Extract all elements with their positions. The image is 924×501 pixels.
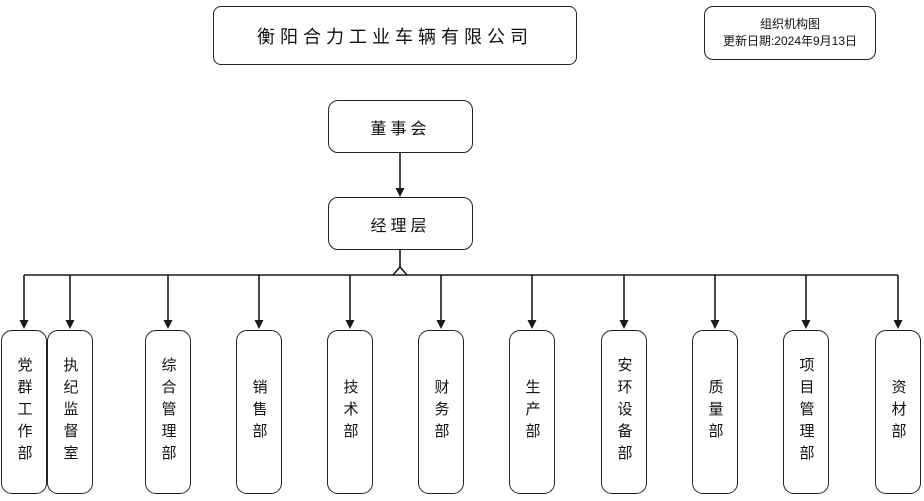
node-management-layer: 经理层 <box>328 197 473 250</box>
node-department: 财务部 <box>418 330 464 494</box>
department-label: 党群工作部 <box>15 357 33 467</box>
board-label: 董事会 <box>370 120 431 138</box>
node-department: 销售部 <box>236 330 282 494</box>
department-label: 资材部 <box>889 379 907 445</box>
department-label: 技术部 <box>341 379 359 445</box>
update-date-label: 更新日期:2024年9月13日 <box>722 34 858 48</box>
node-department: 安环设备部 <box>601 330 647 494</box>
node-department: 生产部 <box>509 330 555 494</box>
company-title: 衡阳合力工业车辆有限公司 <box>257 26 533 47</box>
node-department: 技术部 <box>327 330 373 494</box>
chart-type-label: 组织机构图 <box>759 17 820 31</box>
node-department: 执纪监督室 <box>47 330 93 494</box>
chart-info-box: 组织机构图 更新日期:2024年9月13日 <box>704 6 876 60</box>
management-label: 经理层 <box>370 217 431 235</box>
department-label: 项目管理部 <box>797 357 815 467</box>
node-department: 质量部 <box>692 330 738 494</box>
department-label: 执纪监督室 <box>61 357 79 467</box>
node-department: 项目管理部 <box>783 330 829 494</box>
node-department: 综合管理部 <box>145 330 191 494</box>
node-department: 党群工作部 <box>1 330 47 494</box>
department-label: 销售部 <box>250 379 268 445</box>
node-department: 资材部 <box>875 330 921 494</box>
department-label: 财务部 <box>432 379 450 445</box>
department-label: 安环设备部 <box>615 357 633 467</box>
department-label: 综合管理部 <box>159 357 177 467</box>
company-title-box: 衡阳合力工业车辆有限公司 <box>213 6 577 65</box>
department-label: 生产部 <box>523 379 541 445</box>
department-label: 质量部 <box>706 379 724 445</box>
node-board-of-directors: 董事会 <box>328 100 473 153</box>
